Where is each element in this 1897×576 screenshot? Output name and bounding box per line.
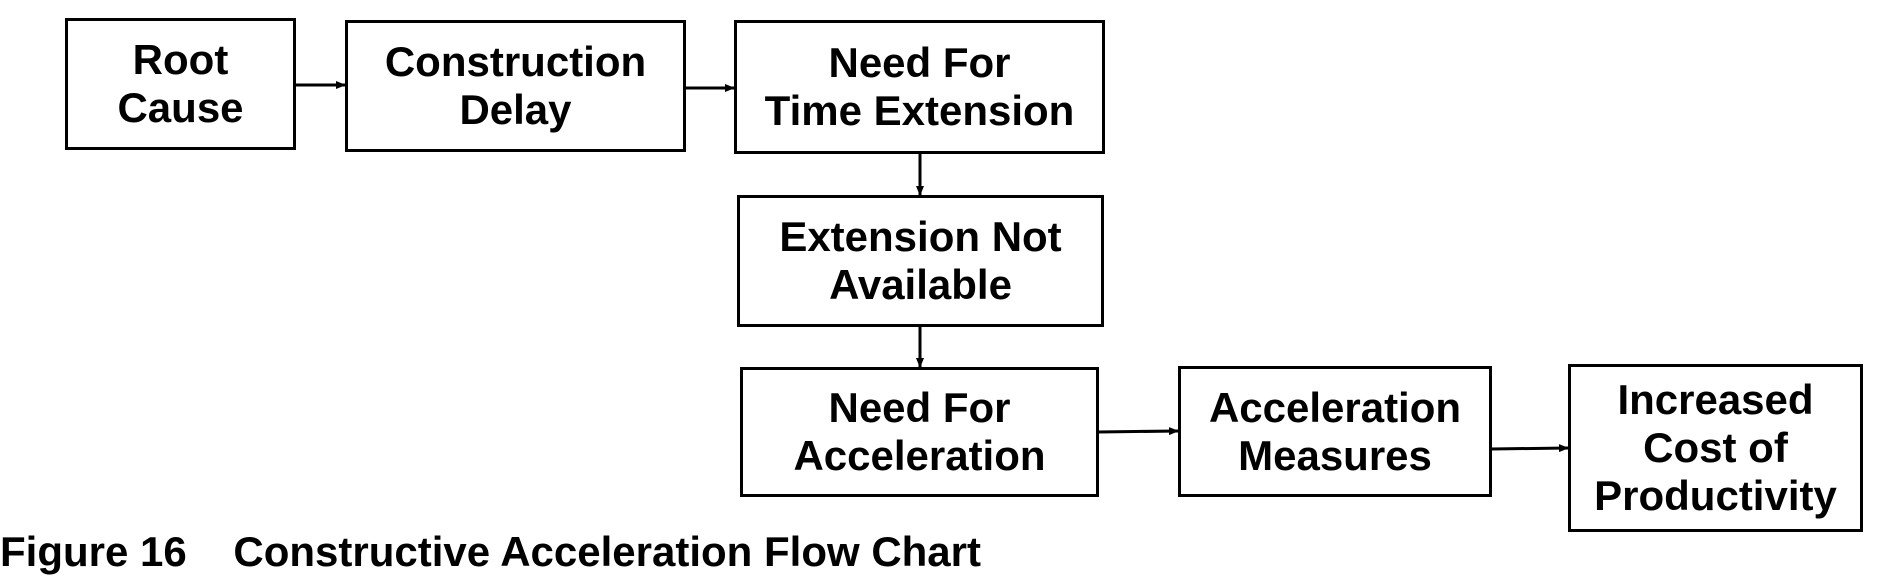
node-label-line: Cost of — [1643, 424, 1788, 471]
node-label-line: Time Extension — [764, 87, 1075, 134]
node-label-line: Acceleration — [793, 432, 1046, 479]
node-root-cause: Root Cause — [65, 18, 296, 150]
node-label-line: Root — [132, 36, 229, 83]
node-label-line: Extension Not — [779, 213, 1062, 260]
arrow-acceleration-measures-to-increased-cost — [1490, 444, 1569, 453]
node-label-line: Cause — [117, 84, 244, 131]
node-need-time-extension: Need For Time Extension — [734, 20, 1105, 154]
node-need-acceleration: Need For Acceleration — [740, 367, 1099, 497]
node-extension-not-available: Extension Not Available — [737, 195, 1104, 327]
node-acceleration-measures: Acceleration Measures — [1178, 366, 1492, 497]
node-label-line: Construction — [384, 38, 647, 85]
arrow-need-acceleration-to-acceleration-measures — [1097, 427, 1179, 436]
node-label-line: Need For — [828, 39, 1011, 86]
node-label-line: Measures — [1238, 431, 1432, 479]
node-label-line: Acceleration — [1208, 383, 1462, 431]
flowchart-connectors — [295, 81, 1569, 453]
node-label-line: Increased — [1617, 376, 1814, 423]
node-construction-delay: Construction Delay — [345, 20, 686, 152]
node-label-line: Available — [829, 261, 1012, 308]
node-label-line: Need For — [828, 384, 1011, 431]
figure-caption: Figure 16 Constructive Acceleration Flow… — [0, 528, 981, 575]
node-increased-cost-of-productivity: Increased Cost of Productivity — [1568, 364, 1863, 532]
node-label-line: Productivity — [1594, 472, 1837, 519]
node-label-line: Delay — [459, 86, 572, 133]
